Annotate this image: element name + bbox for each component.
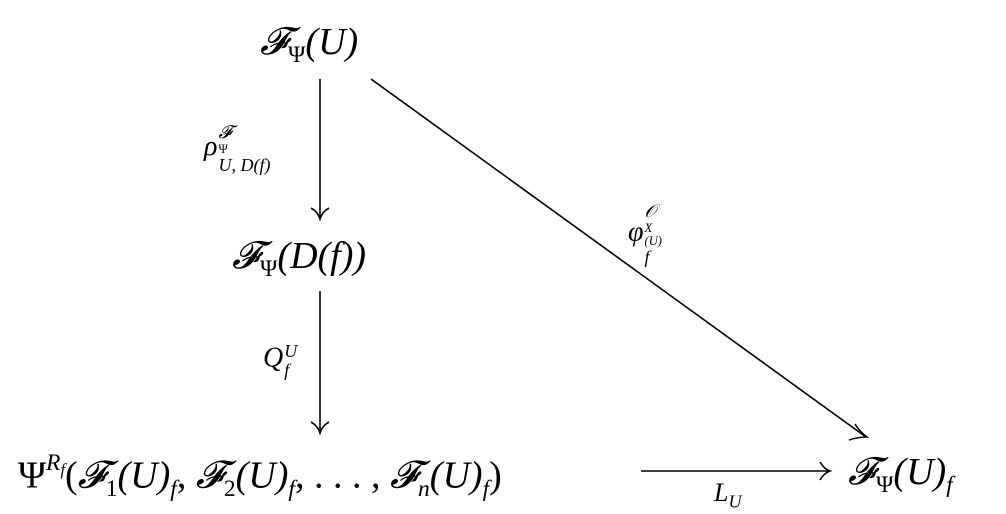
arrow-phi [370, 78, 870, 441]
arrow-rho [310, 79, 330, 222]
sheaf-symbol: 𝓕 [260, 19, 289, 63]
sheaf-symbol: 𝓕 [232, 233, 261, 277]
label-l: LU [714, 478, 742, 512]
node-top: 𝓕Ψ(U) [260, 19, 359, 69]
arrow-q [310, 291, 330, 436]
node-bottom-left: ΨRf(𝓕1(U)f, 𝓕2(U)f, . . . , 𝓕n(U)f) [18, 450, 502, 502]
arrow-l [641, 461, 833, 481]
node-bottom-right: 𝓕Ψ(U)f [848, 449, 953, 499]
node-middle: 𝓕Ψ(D(f)) [232, 233, 367, 283]
label-q: Q U f [263, 341, 298, 380]
